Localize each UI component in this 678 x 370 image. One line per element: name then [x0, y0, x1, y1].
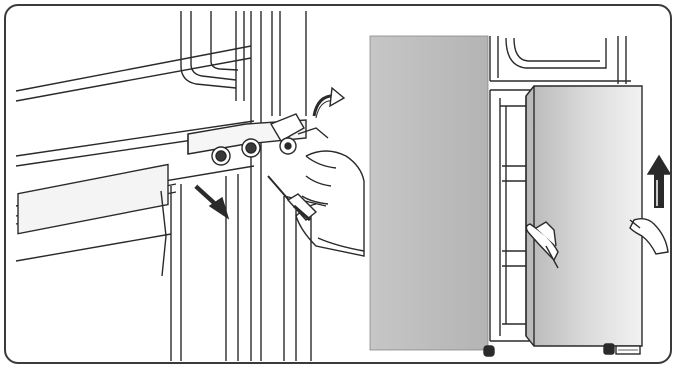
illustration-frame	[4, 4, 672, 364]
screwdriver-icon	[268, 176, 316, 220]
right-panel-door-lift	[370, 36, 670, 356]
fridge-top-frame	[490, 36, 631, 90]
rotate-arrow-icon	[314, 88, 344, 118]
cabinet-side-panel	[370, 36, 488, 350]
cabinet-side-frame	[251, 11, 306, 361]
instruction-illustration	[6, 6, 672, 364]
left-panel-hinge-removal	[16, 11, 364, 361]
lifted-door	[526, 86, 642, 346]
lower-compartment	[16, 165, 326, 361]
up-arrow-icon	[648, 156, 670, 208]
down-right-arrow-icon	[196, 184, 228, 218]
